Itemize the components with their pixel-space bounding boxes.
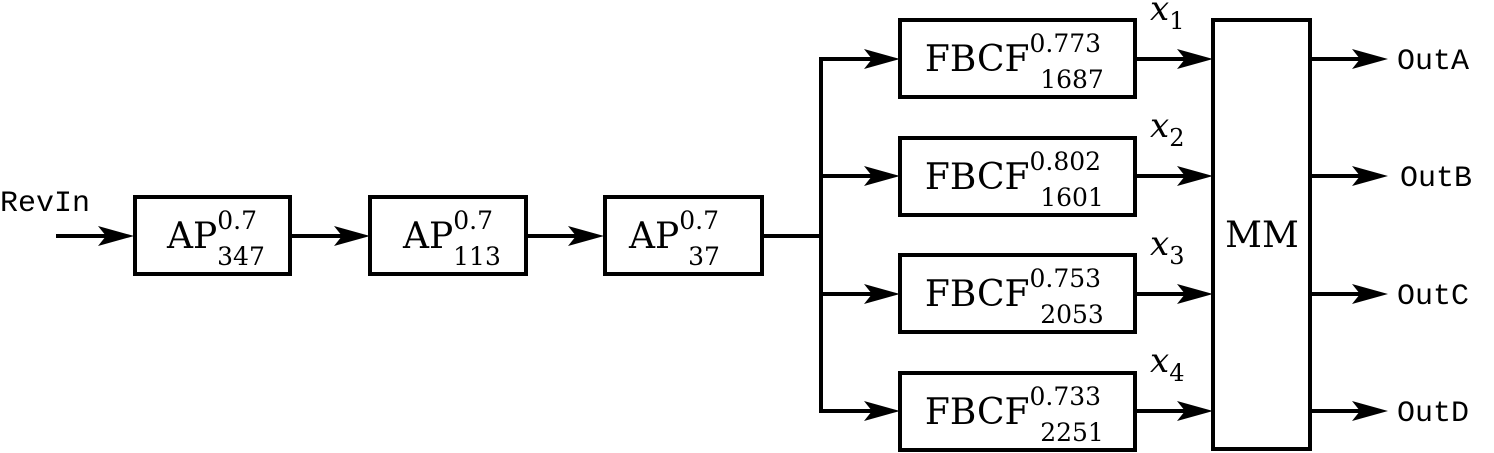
comb-2-delay: 1601 xyxy=(1040,183,1104,212)
splitter-bus xyxy=(762,57,823,412)
signal-label-x4: x4 xyxy=(1150,341,1184,387)
comb-filter-3: FBCF0.753 2053 xyxy=(898,253,1137,334)
signal-label-x3: x3 xyxy=(1150,224,1184,270)
allpass-filter-1: AP0.7 347 xyxy=(133,195,292,276)
comb-4-gain: 0.733 xyxy=(1030,382,1102,411)
allpass-filter-2: AP0.7 113 xyxy=(368,195,528,276)
allpass-1-gain: 0.7 xyxy=(217,206,257,235)
comb-output-arrows xyxy=(1135,49,1213,421)
comb-filter-2: FBCF0.802 1601 xyxy=(898,136,1137,217)
output-label-d: OutD xyxy=(1397,397,1469,431)
allpass-1-name: AP xyxy=(166,216,217,257)
allpass-3-name: AP xyxy=(628,216,679,257)
comb-4-delay: 2251 xyxy=(1040,418,1104,447)
allpass-2-delay: 113 xyxy=(453,242,501,271)
comb-3-name: FBCF xyxy=(925,274,1030,315)
signal-label-x2: x2 xyxy=(1150,106,1184,152)
comb-input-arrows xyxy=(819,49,900,421)
comb-1-gain: 0.773 xyxy=(1030,29,1102,58)
arrow-ap1-ap2 xyxy=(290,226,370,246)
output-label-b: OutB xyxy=(1400,162,1472,196)
comb-3-delay: 2053 xyxy=(1040,300,1104,329)
comb-3-gain: 0.753 xyxy=(1030,264,1102,293)
mixer-label: MM xyxy=(1225,215,1299,256)
svg-text:AP0.737: AP0.7 37 xyxy=(628,206,720,271)
allpass-2-name: AP xyxy=(402,216,453,257)
comb-1-name: FBCF xyxy=(925,39,1030,80)
comb-2-gain: 0.802 xyxy=(1030,147,1102,176)
allpass-1-delay: 347 xyxy=(217,242,265,271)
comb-filter-4: FBCF0.733 2251 xyxy=(898,371,1137,452)
output-label-c: OutC xyxy=(1397,280,1469,314)
allpass-3-gain: 0.7 xyxy=(679,206,719,235)
comb-filter-1: FBCF0.773 1687 xyxy=(898,18,1137,99)
output-arrows xyxy=(1310,49,1388,421)
comb-2-name: FBCF xyxy=(925,157,1030,198)
signal-label-x1: x1 xyxy=(1150,0,1184,35)
allpass-filter-3: AP0.7 37 xyxy=(603,195,764,276)
input-arrow xyxy=(56,226,134,246)
allpass-2-gain: 0.7 xyxy=(453,206,493,235)
allpass-3-delay: 37 xyxy=(688,242,720,271)
output-label-a: OutA xyxy=(1397,45,1469,79)
arrow-ap2-ap3 xyxy=(526,226,604,246)
comb-4-name: FBCF xyxy=(925,392,1030,433)
input-label: RevIn xyxy=(0,187,90,221)
mixing-matrix: MM xyxy=(1211,18,1312,451)
comb-1-delay: 1687 xyxy=(1040,65,1104,94)
